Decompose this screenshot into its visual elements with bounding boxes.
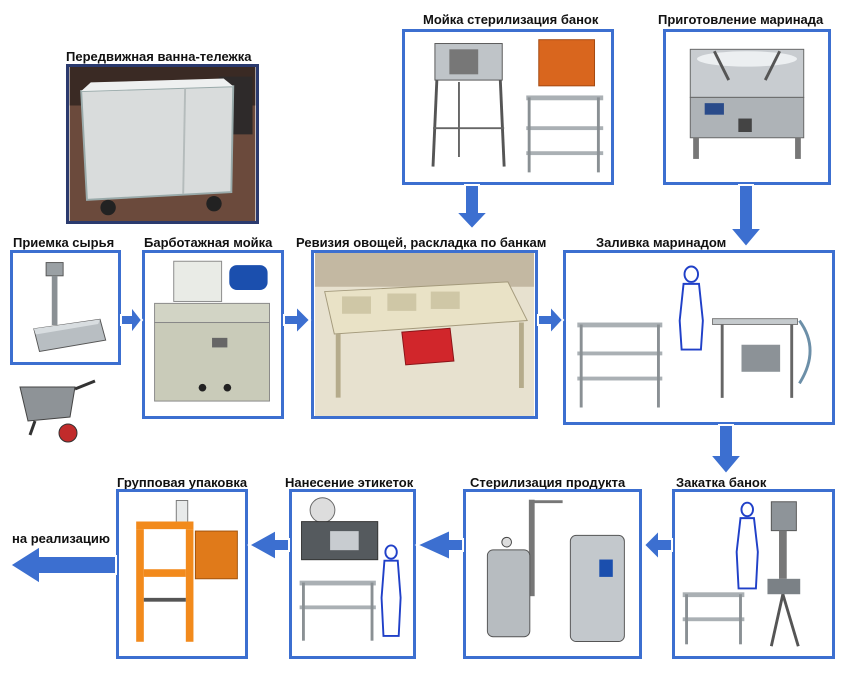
stage-label-seaming: Закатка банок	[676, 475, 767, 490]
inspection-table-image	[315, 253, 534, 416]
stage-box-seaming	[672, 489, 835, 659]
arrow-inspection-to-fill	[537, 303, 565, 337]
arrow-seaming-to-sterilization	[642, 527, 673, 563]
stage-box-labeling	[289, 489, 416, 659]
seaming-machine-image	[682, 501, 801, 647]
stage-box-bubble-wash	[142, 250, 284, 419]
arrow-to-market	[8, 544, 117, 586]
stage-label-marinade-prep: Приготовление маринада	[658, 12, 824, 27]
arrow-sterilization-to-labeling	[414, 528, 464, 562]
stage-box-group-pack	[116, 489, 248, 659]
arrow-labeling-to-pack	[246, 528, 290, 562]
stage-label-sterilization: Стерилизация продукта	[470, 475, 626, 490]
stage-label-inspection: Ревизия овощей, раскладка по банкам	[296, 235, 547, 250]
filling-station-image	[577, 265, 812, 408]
stage-label-bubble-wash: Барботажная мойка	[144, 235, 273, 250]
platform-scale-image	[33, 262, 107, 353]
jar-washer-image	[431, 39, 604, 173]
stage-box-intake	[10, 250, 121, 365]
stage-label-group-pack: Групповая упаковка	[117, 475, 248, 490]
arrow-wash-to-inspection	[283, 303, 312, 337]
stage-label-intake: Приемка сырья	[13, 235, 115, 250]
stage-box-sterilization	[463, 489, 642, 659]
arrow-fill-to-seaming	[707, 424, 745, 476]
stage-box-washing-jars	[402, 29, 614, 185]
labeler-image	[299, 497, 402, 641]
marinade-kettle-image	[689, 48, 805, 159]
bubble-washer-image	[154, 260, 270, 402]
stage-box-inspection	[311, 250, 538, 419]
stage-label-washing-jars: Мойка стерилизация банок	[423, 12, 599, 27]
stage-label-cart: Передвижная ванна-тележка	[66, 49, 252, 64]
arrow-washing-to-inspection	[453, 184, 491, 231]
stage-label-marinade-fill: Заливка маринадом	[596, 235, 727, 250]
wheelbarrow-image	[10, 375, 100, 445]
stage-box-marinade-fill	[563, 250, 835, 425]
stage-box-marinade-prep	[663, 29, 831, 185]
stage-box-cart	[66, 64, 259, 224]
cart-tub-image	[69, 67, 256, 221]
autoclave-image	[486, 499, 625, 643]
arrow-intake-to-wash	[120, 303, 144, 337]
output-label: на реализацию	[12, 531, 110, 546]
arrow-prep-to-fill	[727, 184, 765, 249]
stage-label-labeling: Нанесение этикеток	[285, 475, 414, 490]
shrink-wrapper-image	[136, 500, 238, 642]
